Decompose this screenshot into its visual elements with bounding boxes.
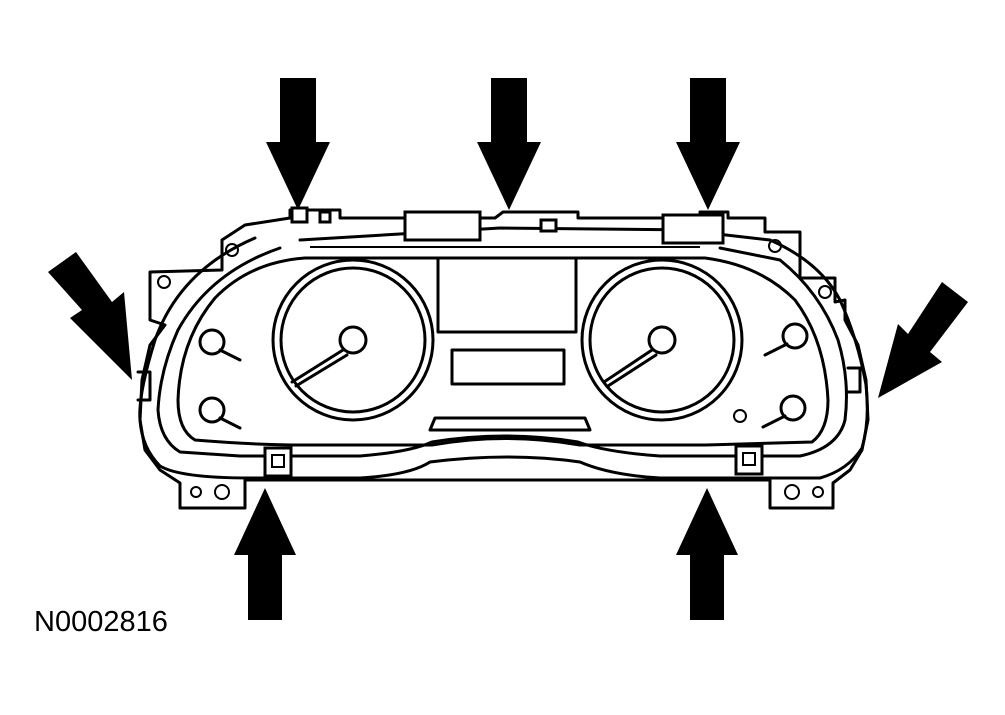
right-main-gauge	[580, 258, 744, 422]
left-main-gauge	[271, 258, 435, 422]
small-gauge-right-upper	[763, 322, 809, 357]
cluster-housing	[136, 206, 870, 510]
lower-latch-clips	[263, 444, 764, 478]
center-displays	[428, 256, 592, 432]
mounting-holes	[157, 239, 832, 500]
arrow-side-left	[48, 252, 132, 380]
small-gauge-left-upper	[198, 328, 242, 362]
arrow-bottom-right	[676, 488, 738, 620]
small-gauge-left-lower	[198, 396, 242, 430]
arrow-top-right	[676, 78, 740, 210]
small-gauge-right-lower	[761, 394, 807, 429]
release-point-arrows	[48, 78, 968, 620]
arrow-top-center	[477, 78, 541, 210]
arrow-side-right	[878, 282, 968, 398]
arrow-bottom-left	[234, 488, 296, 620]
figure-reference-code: N0002816	[34, 606, 168, 638]
arrow-top-left	[266, 78, 330, 210]
